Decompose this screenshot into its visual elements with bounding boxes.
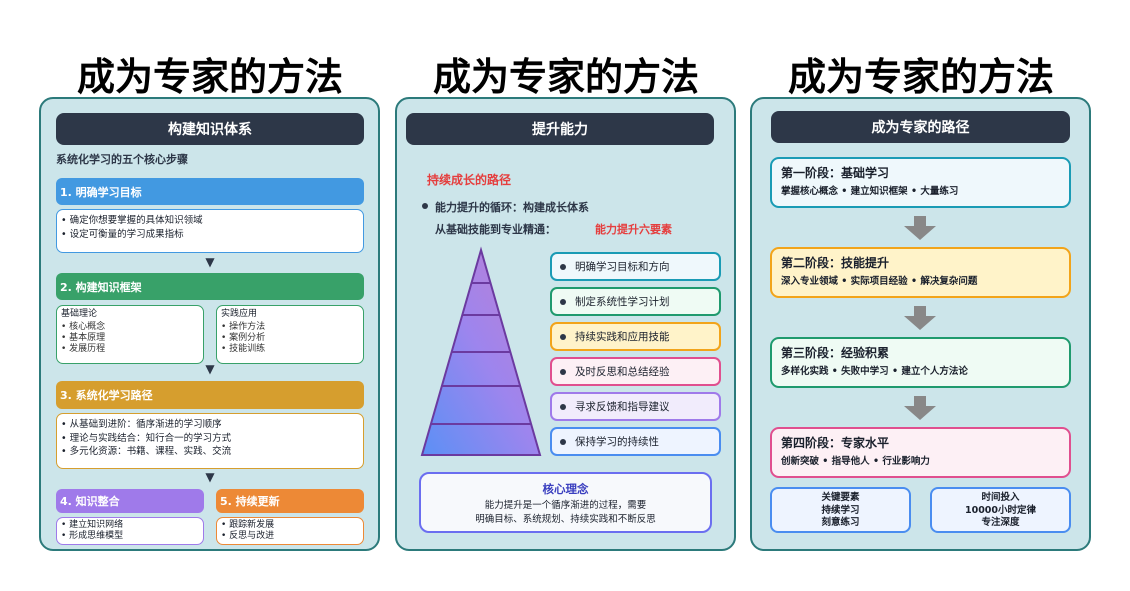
time-investment-box: 时间投入 10000小时定律 专注深度: [930, 487, 1071, 533]
list-item: • 案例分析: [221, 333, 266, 343]
down-arrow-icon: ▼: [205, 362, 215, 376]
core-concept-box: 核心理念 能力提升是一个循序渐进的过程，需要 明确目标、系统规划、持续实践和不断…: [419, 472, 712, 533]
list-item: • 跟踪新发展: [221, 520, 275, 530]
bullet-icon: [422, 203, 428, 209]
core-line-2: 明确目标、系统规划、持续实践和不断反思: [475, 514, 656, 525]
bullet-icon: [560, 403, 566, 410]
stage-desc: 多样化实践 • 失败中学习 • 建立个人方法论: [781, 366, 968, 377]
list-item: • 多元化资源：书籍、课程、实践、交流: [61, 446, 232, 457]
down-arrow-icon: ▼: [205, 255, 215, 269]
from-to-text: 从基础技能到专业精通：: [435, 223, 556, 236]
pyramid-diagram: [420, 246, 542, 456]
step-5-bar: 5. 持续更新: [216, 489, 364, 513]
practice-box: 实践应用 • 操作方法 • 案例分析 • 技能训练: [216, 305, 364, 364]
panel-header: 提升能力: [406, 113, 714, 145]
panel-header: 构建知识体系: [56, 113, 364, 145]
down-arrow-icon: [904, 306, 936, 330]
stage-title: 第四阶段：专家水平: [781, 436, 890, 450]
element-label: 明确学习目标和方向: [575, 261, 670, 273]
step-4-bar: 4. 知识整合: [56, 489, 204, 513]
step-3-box: • 从基础到进阶：循序渐进的学习顺序 • 理论与实践结合：知行合一的学习方式 •…: [56, 413, 364, 469]
bullet-icon: [560, 333, 566, 340]
core-title: 核心理念: [542, 482, 589, 496]
core-line-1: 能力提升是一个循序渐进的过程，需要: [484, 500, 647, 511]
element-item: 制定系统性学习计划: [550, 287, 721, 316]
list-item: • 基本原理: [61, 333, 106, 343]
page-title-left: 成为专家的方法: [76, 55, 343, 99]
list-item: • 核心概念: [61, 322, 106, 332]
list-item: • 反思与改进: [221, 531, 275, 541]
stage-box: 第一阶段：基础学习掌握核心概念 • 建立知识框架 • 大量练习: [770, 157, 1071, 208]
stage-title: 第三阶段：经验积累: [781, 346, 890, 360]
down-arrow-icon: [904, 216, 936, 240]
stage-box: 第二阶段：技能提升深入专业领域 • 实际项目经验 • 解决复杂问题: [770, 247, 1071, 298]
key-factors-box: 关键要素 持续学习 刻意练习: [770, 487, 911, 533]
step-1-box: • 确定你想要掌握的具体知识领域 • 设定可衡量的学习成果指标: [56, 209, 364, 253]
theory-box: 基础理论 • 核心概念 • 基本原理 • 发展历程: [56, 305, 204, 364]
pyramid-levels: [431, 282, 531, 425]
list-item: • 建立知识网络: [61, 520, 124, 530]
stage-desc: 掌握核心概念 • 建立知识框架 • 大量练习: [781, 186, 959, 197]
page-title-right: 成为专家的方法: [787, 55, 1054, 99]
list-item: • 确定你想要掌握的具体知识领域: [61, 215, 203, 226]
element-label: 保持学习的持续性: [575, 436, 659, 448]
step-3-bar: 3. 系统化学习路径: [56, 381, 364, 409]
bullet-icon: [560, 438, 566, 445]
step-1-bar: 1. 明确学习目标: [56, 178, 364, 205]
element-item: 持续实践和应用技能: [550, 322, 721, 351]
path-title: 持续成长的路径: [427, 173, 512, 187]
list-item: • 操作方法: [221, 322, 266, 332]
bullet-icon: [560, 263, 566, 270]
subtitle: 系统化学习的五个核心步骤: [56, 153, 188, 166]
cycle-text: 能力提升的循环：构建成长体系: [435, 201, 589, 214]
element-item: 保持学习的持续性: [550, 427, 721, 456]
panel-header: 成为专家的路径: [771, 111, 1070, 143]
time-line-2: 专注深度: [981, 517, 1020, 528]
stage-title: 第二阶段：技能提升: [781, 256, 890, 270]
key-line-1: 持续学习: [821, 504, 860, 516]
element-label: 持续实践和应用技能: [575, 331, 670, 343]
element-label: 制定系统性学习计划: [575, 296, 670, 308]
bullet-icon: [560, 368, 566, 375]
key-line-2: 刻意练习: [821, 517, 860, 528]
element-label: 及时反思和总结经验: [575, 366, 670, 378]
step-4-box: • 建立知识网络 • 形成思维模型: [56, 517, 204, 545]
stage-box: 第三阶段：经验积累多样化实践 • 失败中学习 • 建立个人方法论: [770, 337, 1071, 388]
element-item: 明确学习目标和方向: [550, 252, 721, 281]
stage-desc: 创新突破 • 指导他人 • 行业影响力: [781, 456, 930, 467]
list-item: • 技能训练: [221, 344, 266, 354]
list-item: • 形成思维模型: [61, 531, 124, 541]
element-item: 寻求反馈和指导建议: [550, 392, 721, 421]
list-item: • 理论与实践结合：知行合一的学习方式: [61, 432, 232, 444]
down-arrow-icon: ▼: [205, 470, 215, 484]
list-item: • 发展历程: [61, 344, 106, 354]
element-item: 及时反思和总结经验: [550, 357, 721, 386]
list-item: • 从基础到进阶：循序渐进的学习顺序: [61, 419, 222, 430]
step-2-bar: 2. 构建知识框架: [56, 273, 364, 300]
time-title: 时间投入: [981, 492, 1020, 503]
stage-desc: 深入专业领域 • 实际项目经验 • 解决复杂问题: [781, 276, 978, 287]
list-item: • 设定可衡量的学习成果指标: [61, 229, 184, 240]
down-arrow-icon: [904, 396, 936, 420]
six-elements-title: 能力提升六要素: [595, 223, 672, 236]
key-title: 关键要素: [821, 492, 860, 503]
stage-title: 第一阶段：基础学习: [781, 166, 890, 180]
element-label: 寻求反馈和指导建议: [575, 401, 670, 413]
step-5-box: • 跟踪新发展 • 反思与改进: [216, 517, 364, 545]
practice-title: 实践应用: [221, 309, 258, 319]
time-line-1: 10000小时定律: [964, 504, 1037, 516]
theory-title: 基础理论: [61, 309, 98, 319]
bullet-icon: [560, 298, 566, 305]
stage-box: 第四阶段：专家水平创新突破 • 指导他人 • 行业影响力: [770, 427, 1071, 478]
page-title-middle: 成为专家的方法: [432, 55, 699, 99]
